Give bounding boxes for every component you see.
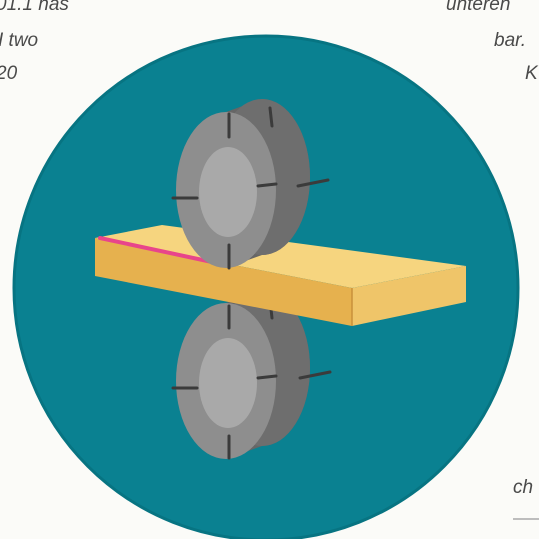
rolling-mill-illustration [0,0,539,539]
